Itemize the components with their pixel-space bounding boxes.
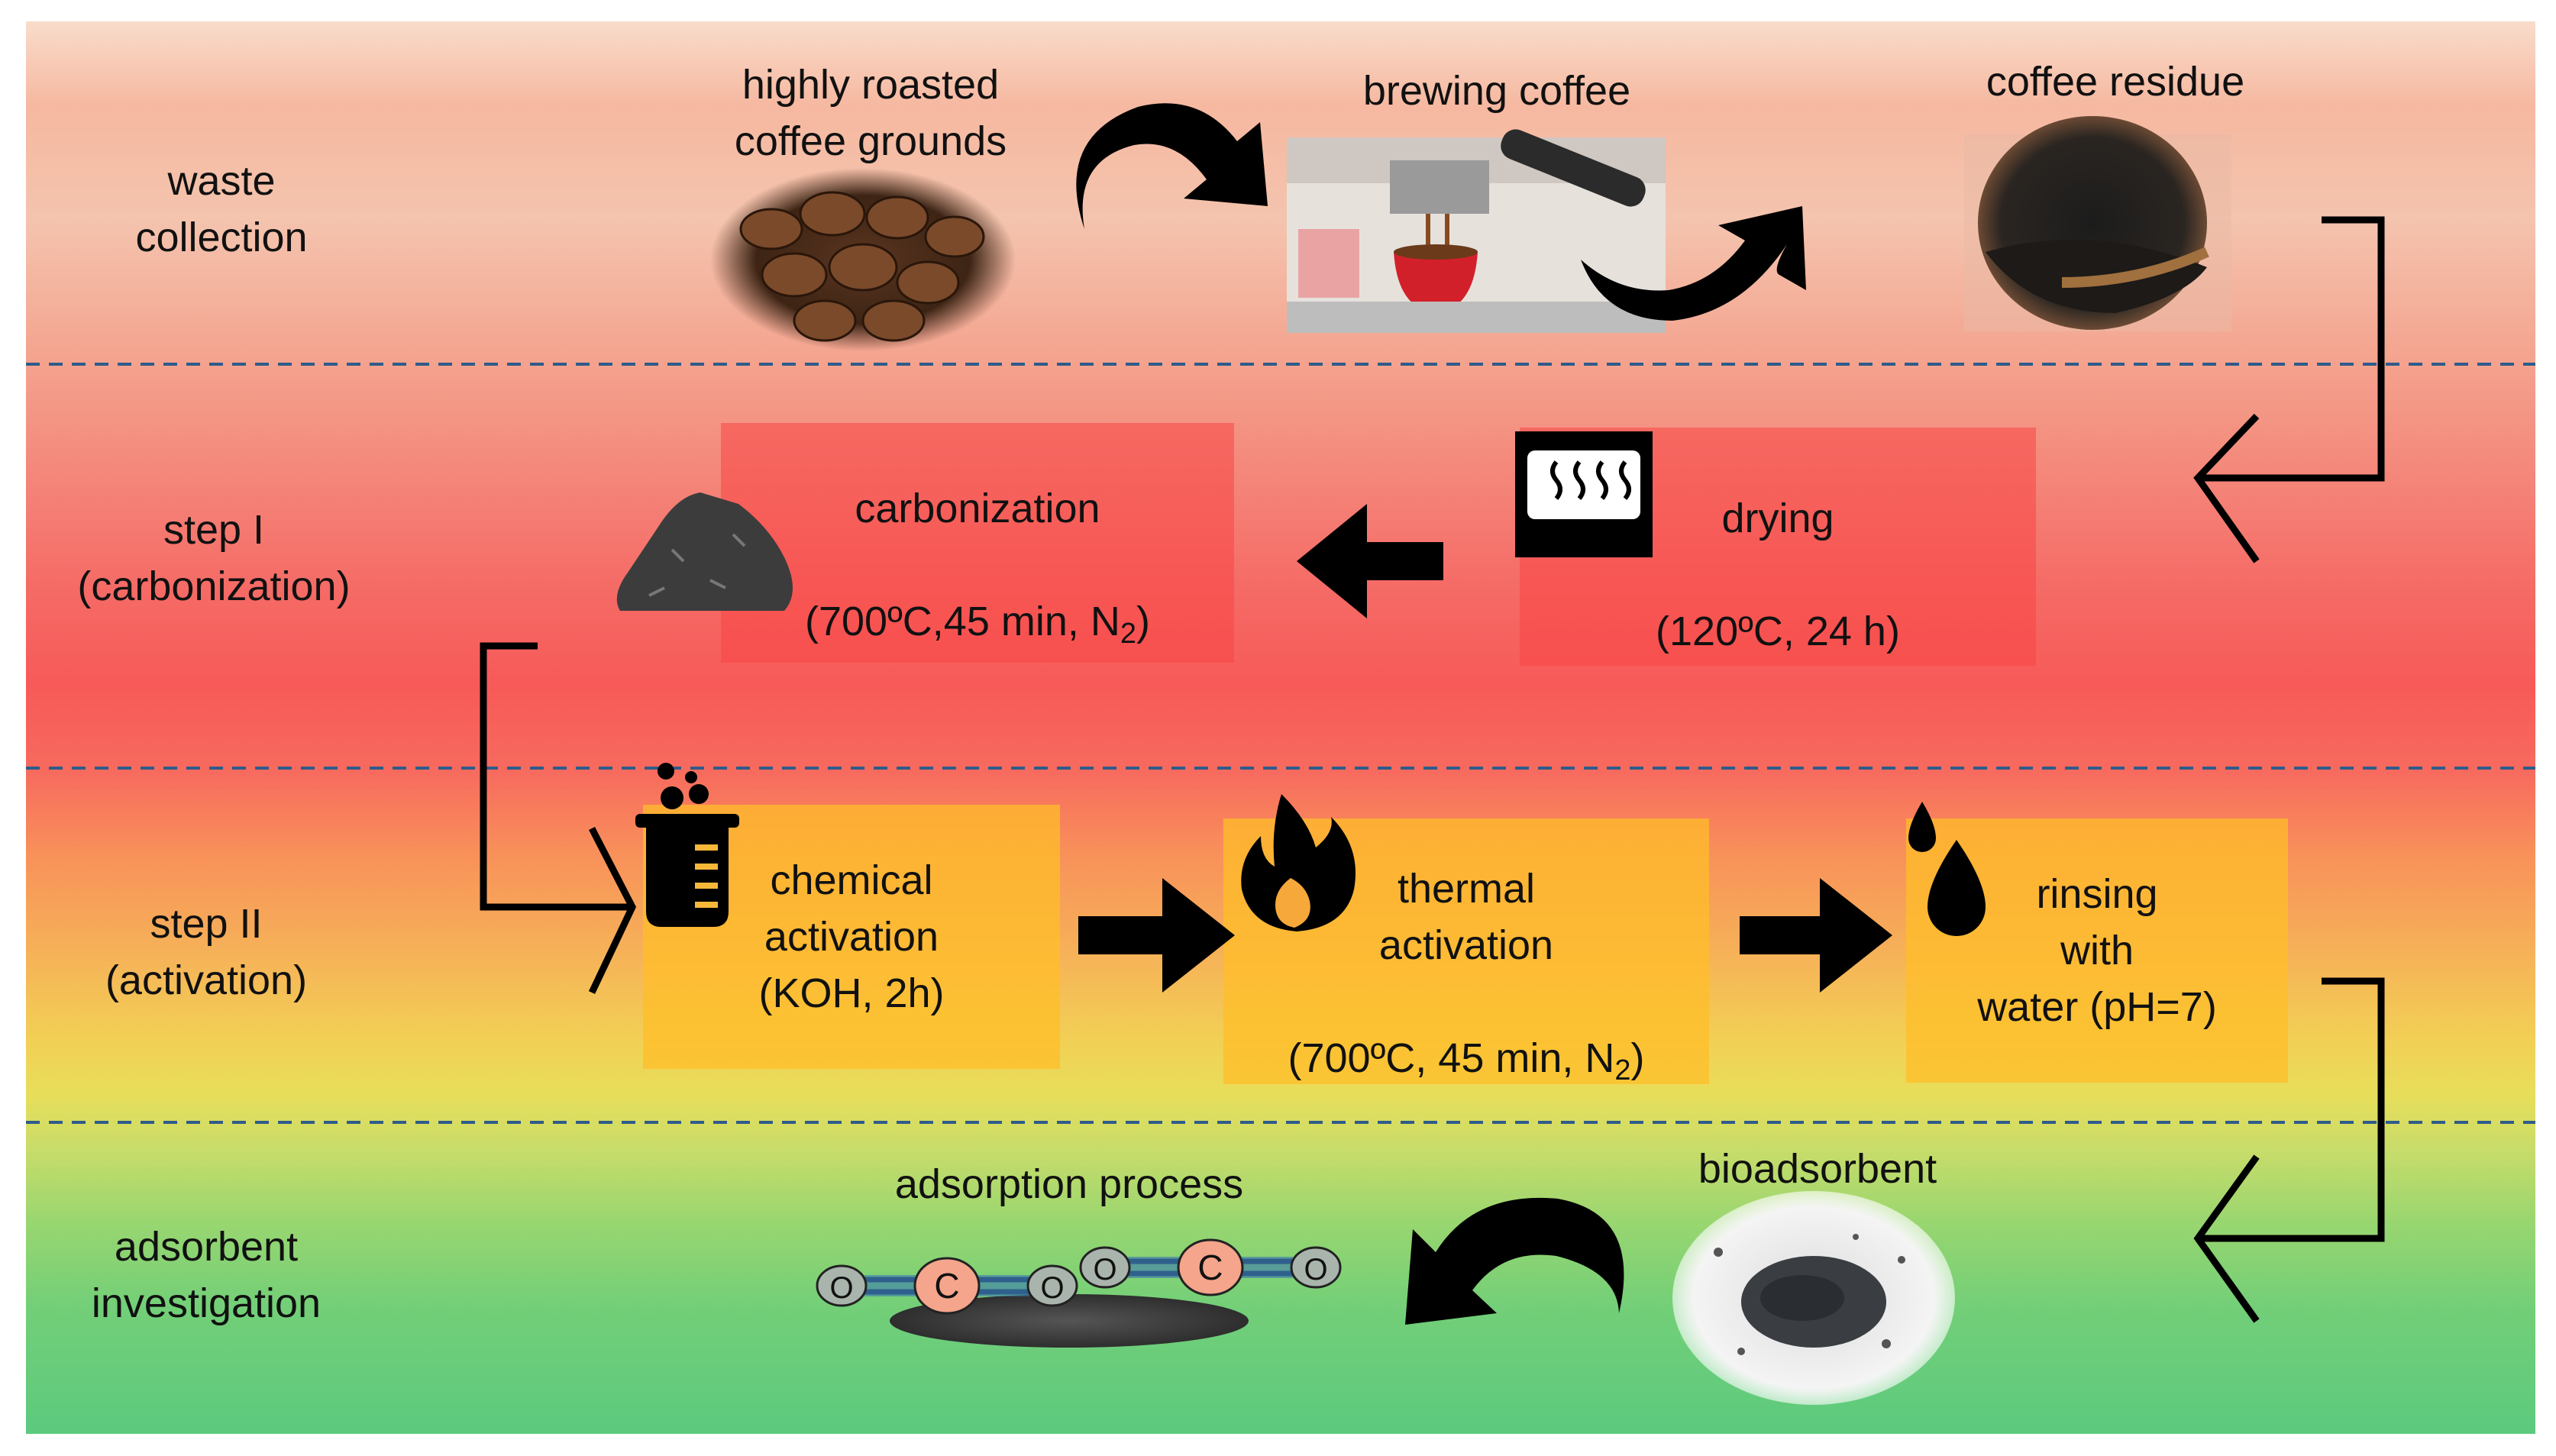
beaker-icon: [635, 763, 739, 927]
elbow-arrow-icon: [2193, 977, 2385, 1323]
curved-arrow-icon: [1076, 103, 1268, 229]
water-drops-icon: [1908, 802, 1986, 936]
thermal-activation-conditions: (700ºC, 45 min, N2): [1288, 1035, 1645, 1086]
arrow-drying-to-carbonization: [1297, 504, 1443, 618]
coffee-residue-image: [1964, 116, 2231, 331]
brewing-coffee-image: [1287, 129, 1666, 333]
elbow-arrow-icon: [2193, 216, 2385, 563]
adsorption-process-image: [890, 1294, 1249, 1348]
row-label-adsorbent-investigation: adsorbent investigation: [91, 1224, 322, 1326]
flame-icon: [1241, 794, 1356, 931]
arrow-chemical-to-thermal: [1078, 878, 1235, 993]
curved-arrow-icon: [1581, 206, 1806, 321]
chemical-activation-label: chemical activation (KOH, 2h): [758, 857, 945, 1016]
row-dividers: [26, 363, 2535, 1124]
carbonization-conditions: (700ºC,45 min, N2): [804, 599, 1150, 650]
rinsing-box: rinsing with water (pH=7): [1906, 818, 2288, 1083]
row-label-waste-collection: waste collection: [135, 158, 308, 260]
adsorption-process-label: adsorption process: [894, 1161, 1244, 1207]
drying-conditions: (120ºC, 24 h): [1656, 609, 1900, 654]
atom-symbol: O: [1040, 1271, 1064, 1305]
heater-icon: [1515, 431, 1653, 557]
atom-symbol: O: [1304, 1253, 1327, 1287]
arrow-thermal-to-rinsing: [1740, 878, 1892, 993]
row-label-step-1: step I (carbonization): [77, 507, 351, 609]
atom-symbol: O: [1093, 1253, 1116, 1287]
thermal-activation-title: thermal activation: [1378, 866, 1554, 968]
rinsing-label: rinsing with water (pH=7): [1977, 871, 2217, 1030]
atom-symbol: O: [829, 1271, 853, 1305]
coffee-beans-image: [710, 168, 1016, 351]
curved-arrow-icon: [1405, 1197, 1624, 1325]
drying-title: drying: [1721, 496, 1834, 541]
bioadsorbent-image: [1672, 1191, 1955, 1405]
atom-symbol: C: [934, 1266, 959, 1306]
carbonization-box: carbonization (700ºC,45 min, N2): [721, 423, 1234, 663]
charcoal-pile-icon: [616, 492, 793, 611]
coffee-residue-label: coffee residue: [1986, 59, 2245, 105]
carbonization-title: carbonization: [855, 486, 1100, 531]
coffee-grounds-label: highly roasted coffee grounds: [734, 62, 1007, 164]
atom-symbol: C: [1197, 1248, 1223, 1287]
elbow-arrow-icon: [480, 642, 637, 994]
bioadsorbent-label: bioadsorbent: [1698, 1146, 1937, 1192]
row-label-step-2: step II (activation): [105, 901, 308, 1003]
brewing-coffee-label: brewing coffee: [1362, 68, 1631, 114]
